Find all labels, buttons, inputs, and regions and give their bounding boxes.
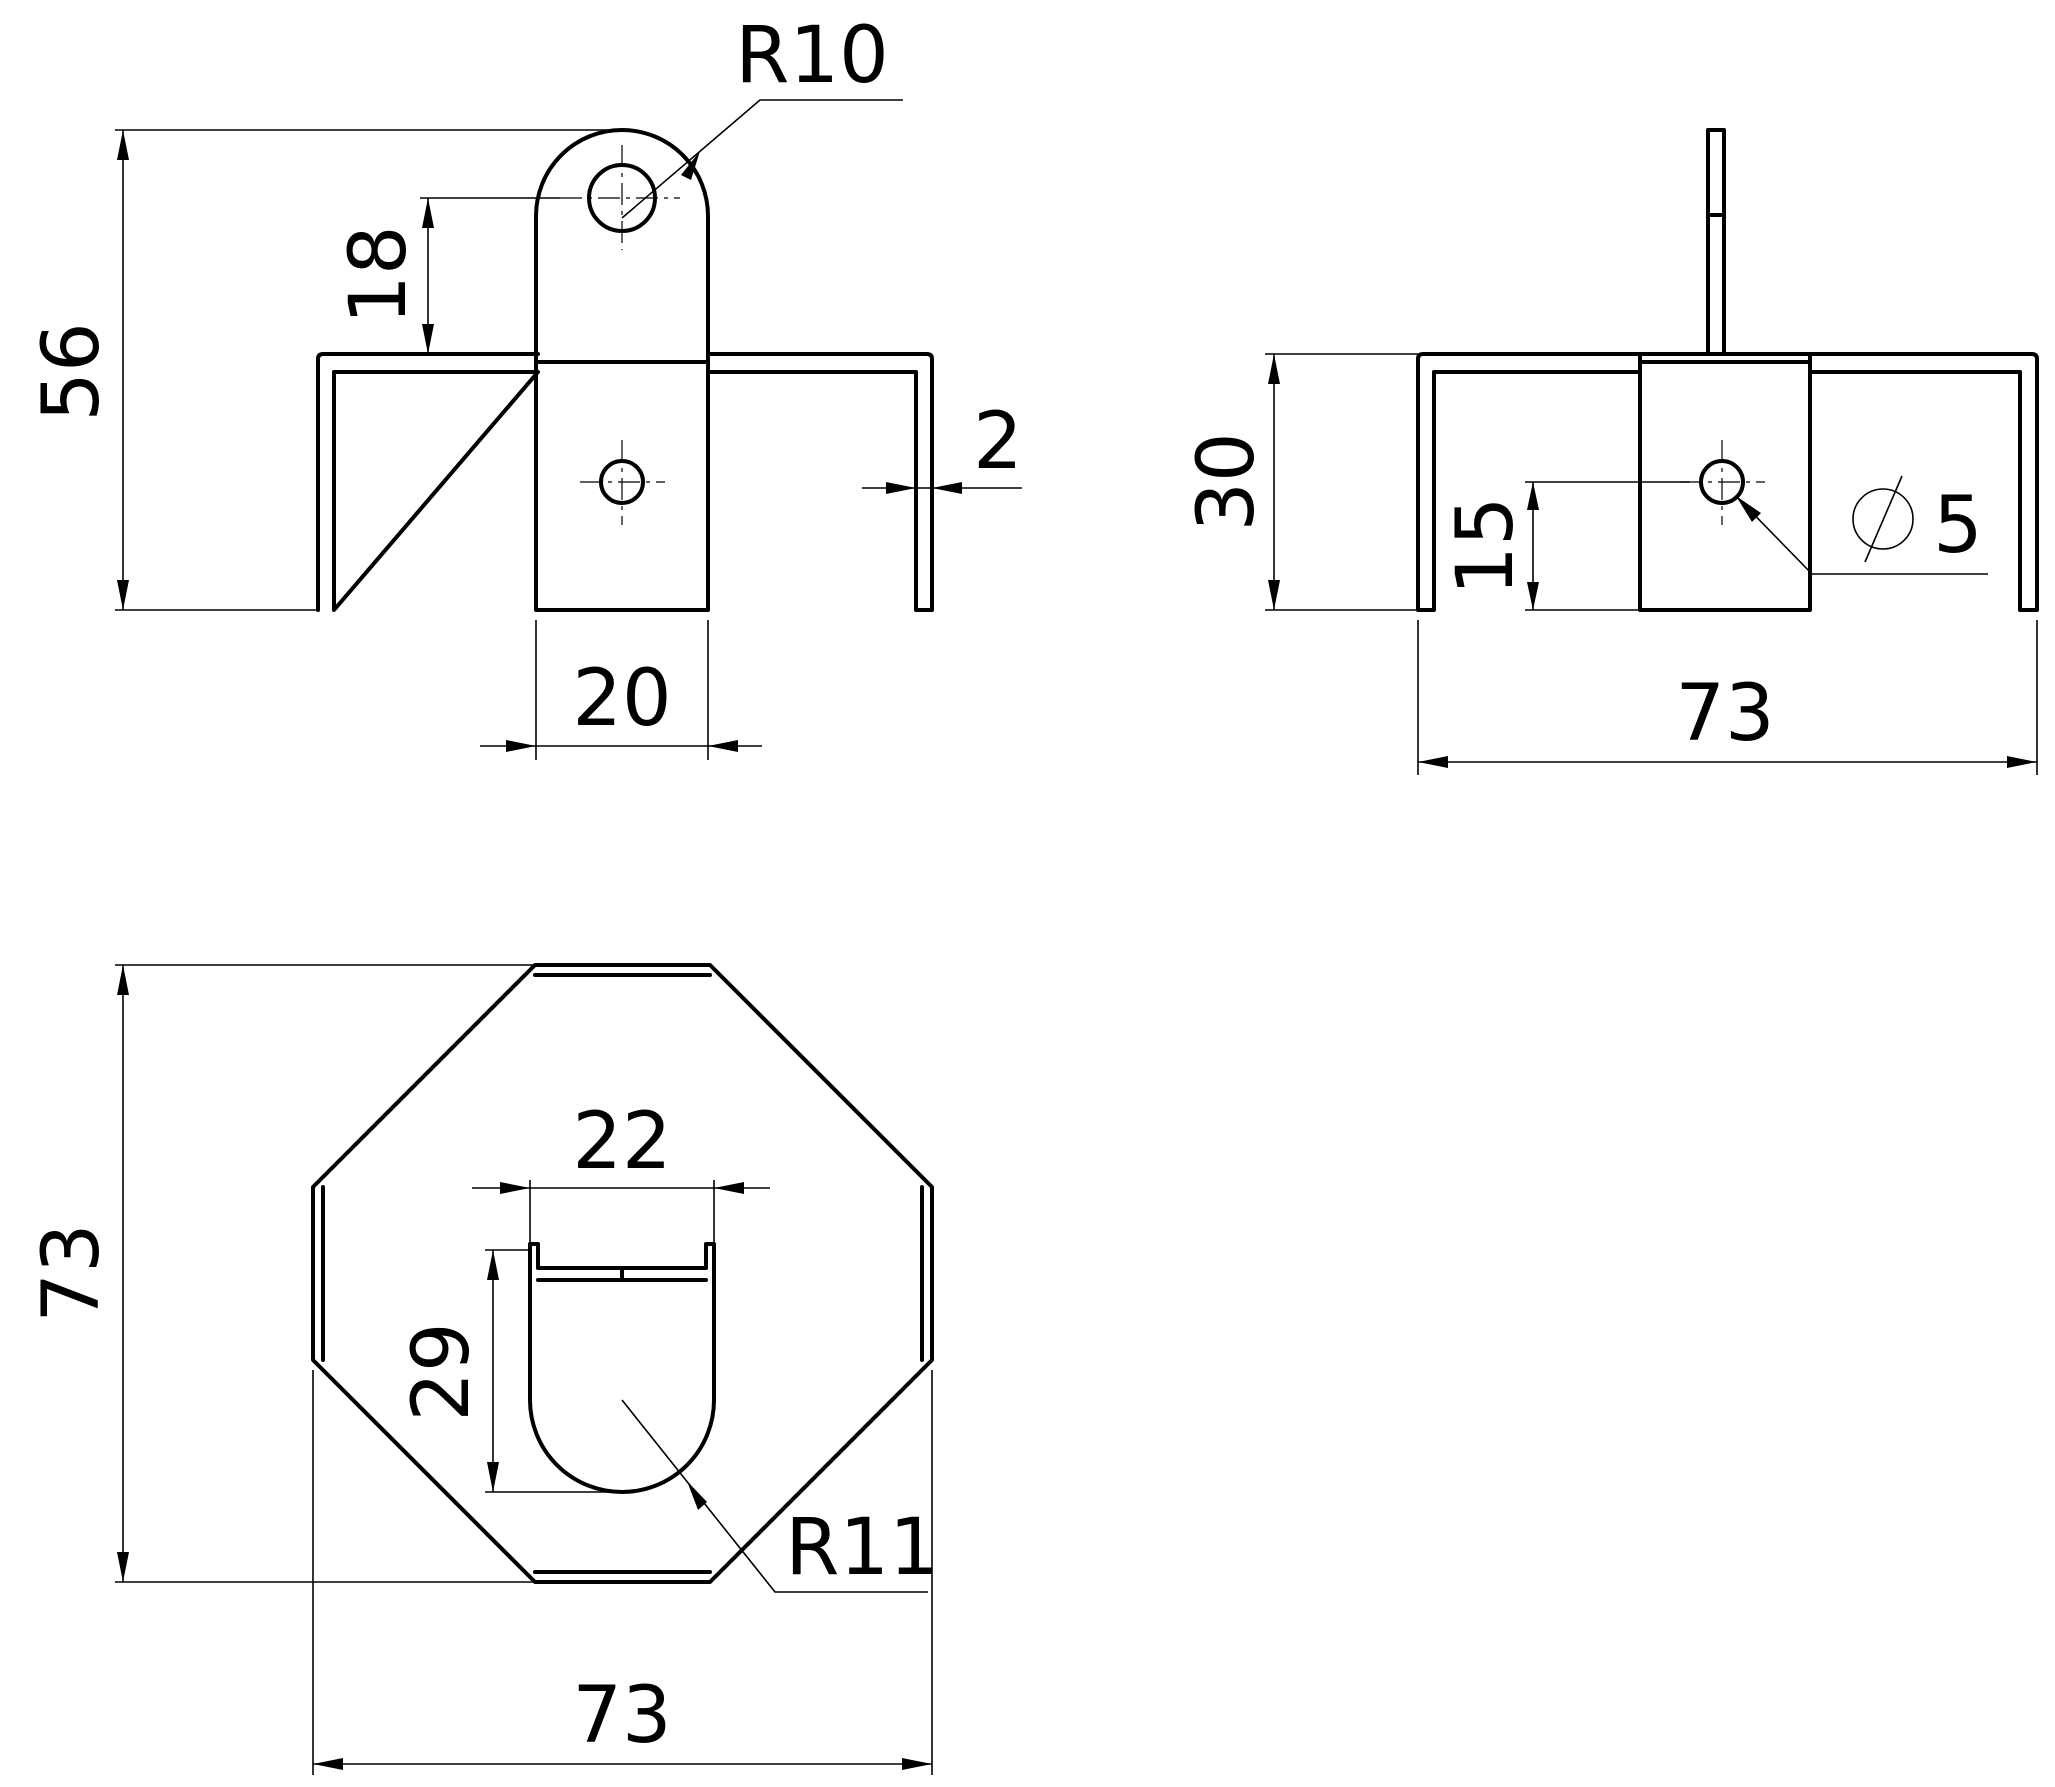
front-lug-outline [534, 128, 710, 612]
dim-56-label: 56 [27, 322, 117, 421]
dia5-arrow [1736, 496, 1761, 522]
dim-56-arrow-top [117, 130, 129, 160]
r10-leader [621, 99, 903, 219]
dim-56-arrow-bottom [117, 580, 129, 610]
front-base-outline [316, 352, 934, 612]
dim-15-arrow-top [1527, 482, 1539, 510]
dim-73-h-arrow-left [313, 1758, 343, 1770]
dim-2-arrow-right [932, 482, 962, 494]
dim-73-top-height-label: 73 [27, 1223, 117, 1322]
dim-2-label: 2 [973, 397, 1023, 487]
dim-30-arrow-bottom [1268, 580, 1280, 610]
dim-18-arrow-bottom [422, 324, 434, 354]
dim-30-arrow-top [1268, 354, 1280, 384]
dim-20-arrow-left [506, 740, 536, 752]
dim-73-side-arrow-left [1418, 756, 1448, 768]
dim-30-label: 30 [1182, 432, 1272, 531]
dia5-label: 5 [1933, 481, 1983, 571]
diameter-icon [1852, 488, 1914, 550]
dim-73-side-label: 73 [1675, 669, 1774, 759]
dim-18-arrow-top [422, 198, 434, 228]
dim-2-arrow-left [886, 482, 916, 494]
dim-73-h-arrow-right [902, 1758, 932, 1770]
dim-20-label: 20 [572, 654, 671, 744]
top-view: 73 73 22 29 R11 [27, 963, 939, 1775]
dim-73-side-arrow-right [2007, 756, 2037, 768]
dim-15-label: 15 [1441, 496, 1531, 595]
dim-29-label: 29 [397, 1322, 487, 1421]
dim-73-v-arrow-bottom [117, 1552, 129, 1582]
dim-73-top-width-label: 73 [572, 1671, 671, 1761]
r11-label: R11 [785, 1503, 938, 1593]
dim-20-arrow-right [708, 740, 738, 752]
front-view: 56 18 R10 20 2 [27, 11, 1023, 760]
side-view: 30 15 5 73 [1182, 128, 2039, 775]
dim-22-label: 22 [572, 1097, 671, 1187]
top-octagon-outline [311, 963, 934, 1584]
side-base-outline [1416, 352, 2039, 612]
diameter-icon-slash [1864, 475, 1903, 563]
dim-18-label: 18 [334, 225, 424, 324]
dim-15-arrow-bottom [1527, 582, 1539, 610]
dim-73-v-arrow-top [117, 965, 129, 995]
r10-arrow [681, 151, 700, 180]
dim-29-arrow-top [487, 1250, 499, 1280]
r10-label: R10 [735, 11, 888, 101]
dim-22-arrow-left [500, 1182, 530, 1194]
side-lug-edge [1706, 128, 1726, 356]
dim-22-arrow-right [714, 1182, 744, 1194]
r11-arrow [687, 1481, 707, 1510]
dim-29-arrow-bottom [487, 1462, 499, 1492]
top-slot-outline [528, 1242, 716, 1494]
r11-leader [621, 1399, 928, 1593]
dia5-leader [1735, 495, 1988, 575]
